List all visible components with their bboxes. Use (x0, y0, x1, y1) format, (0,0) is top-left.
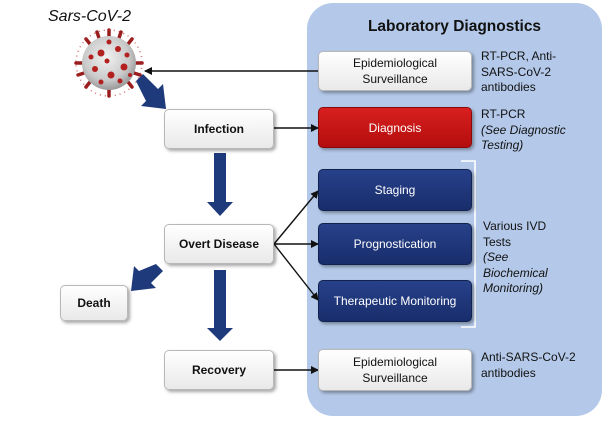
note-ivd-line1: Various IVD (483, 219, 547, 233)
arrow-disease-to-monitoring (273, 243, 319, 301)
note-diagnosis-italic1: (See Diagnostic (481, 122, 566, 137)
virus-label: Sars-CoV-2 (48, 8, 131, 25)
ivd-bracket (461, 160, 476, 328)
therapeutic-monitoring-box: Therapeutic Monitoring (318, 280, 472, 322)
flow-arrow-virus-to-infection (136, 74, 166, 109)
epi-top-line2: Surveillance (362, 72, 428, 86)
note-epi-bottom: Anti-SARS-CoV-2 antibodies (481, 350, 576, 381)
overt-disease-label: Overt Disease (178, 237, 260, 251)
diagnosis-label: Diagnosis (368, 120, 422, 135)
note-epi-top-line2: SARS-CoV-2 (481, 64, 552, 79)
note-ivd: Various IVD Tests (See Biochemical Monit… (483, 219, 548, 297)
note-epi-top-line3: antibodies (481, 80, 536, 95)
note-diagnosis-line1: RT-PCR (481, 107, 526, 121)
recovery-box: Recovery (164, 350, 274, 390)
staging-label: Staging (374, 183, 416, 197)
prognostication-label: Prognostication (353, 237, 437, 251)
overt-disease-box: Overt Disease (164, 224, 274, 264)
note-epi-top: RT-PCR, Anti- SARS-CoV-2 antibodies (481, 49, 556, 96)
flow-arrow-disease-to-recovery (207, 270, 233, 341)
recovery-label: Recovery (191, 363, 247, 377)
infection-label: Infection (194, 122, 244, 136)
epi-surveillance-bottom-box: Epidemiological Surveillance (318, 349, 472, 391)
note-diagnosis: RT-PCR (See Diagnostic Testing) (481, 107, 566, 154)
note-epi-bottom-line1: Anti-SARS-CoV-2 (481, 350, 576, 364)
note-ivd-line2: Tests (483, 234, 512, 249)
panel-title: Laboratory Diagnostics (367, 18, 542, 35)
note-ivd-italic3: Monitoring) (483, 281, 544, 296)
staging-box: Staging (318, 169, 472, 211)
diagnosis-box: Diagnosis (318, 107, 472, 148)
note-diagnosis-italic2: Testing) (481, 138, 524, 153)
flow-arrow-disease-to-death (131, 264, 163, 291)
infection-box: Infection (164, 109, 274, 149)
arrow-disease-to-staging (273, 190, 319, 245)
note-epi-top-line1: RT-PCR, Anti- (481, 49, 557, 63)
coronavirus-icon (74, 28, 144, 98)
note-epi-bottom-line2: antibodies (481, 365, 536, 380)
note-ivd-italic2: Biochemical (483, 265, 548, 280)
epi-bottom-line2: Surveillance (362, 371, 428, 385)
death-label: Death (77, 296, 111, 310)
therapeutic-monitoring-label: Therapeutic Monitoring (333, 294, 457, 308)
death-box: Death (60, 285, 128, 321)
epi-surveillance-top-box: Epidemiological Surveillance (318, 51, 472, 91)
note-ivd-italic1: (See (483, 250, 509, 265)
epi-bottom-line1: Epidemiological (352, 354, 438, 369)
epi-top-line1: Epidemiological (352, 55, 438, 70)
prognostication-box: Prognostication (318, 223, 472, 265)
flow-arrow-infection-to-disease (207, 153, 233, 216)
